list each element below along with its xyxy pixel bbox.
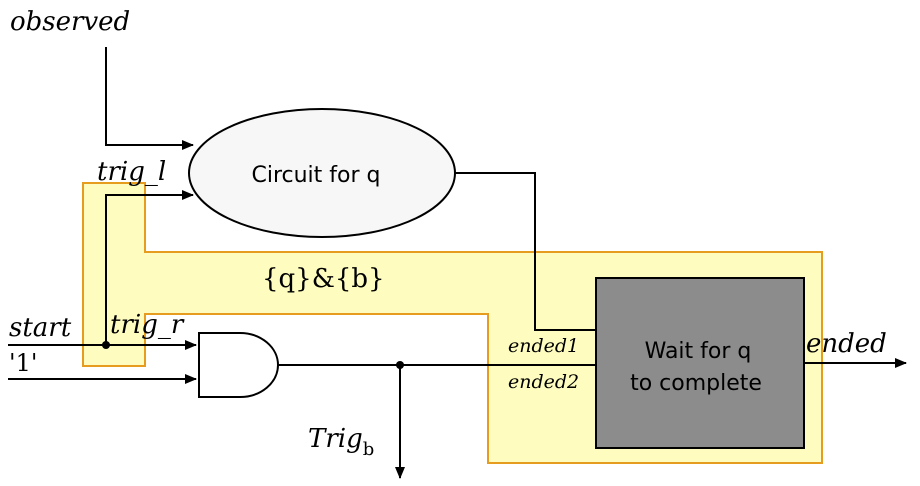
- trig-l-label: trig_l: [97, 157, 166, 187]
- ended1-wire: [455, 172, 596, 331]
- observed-wire: [105, 47, 194, 150]
- wait-for-q-box: [595, 277, 805, 449]
- start-label: start: [9, 313, 72, 343]
- trig-b-subscript: b: [363, 439, 375, 460]
- start-junction: [102, 341, 110, 349]
- one-label: '1': [9, 349, 37, 377]
- wait-line-1: Wait for q: [645, 339, 752, 364]
- ended-label: ended: [806, 329, 887, 359]
- ended2-label: ended2: [508, 371, 579, 393]
- observed-label: observed: [10, 7, 130, 37]
- trig-l-wire: [105, 190, 194, 345]
- and-gate: [198, 332, 279, 398]
- wait-line-2: to complete: [630, 371, 762, 396]
- qb-label: {q}&{b}: [262, 264, 385, 294]
- trig-b-label: Trigb: [308, 424, 374, 460]
- ended1-label: ended1: [508, 335, 579, 357]
- trig-b-main: Trig: [308, 424, 363, 454]
- circuit-for-q-label: Circuit for q: [251, 163, 380, 188]
- trig-r-label: trig_r: [110, 310, 185, 340]
